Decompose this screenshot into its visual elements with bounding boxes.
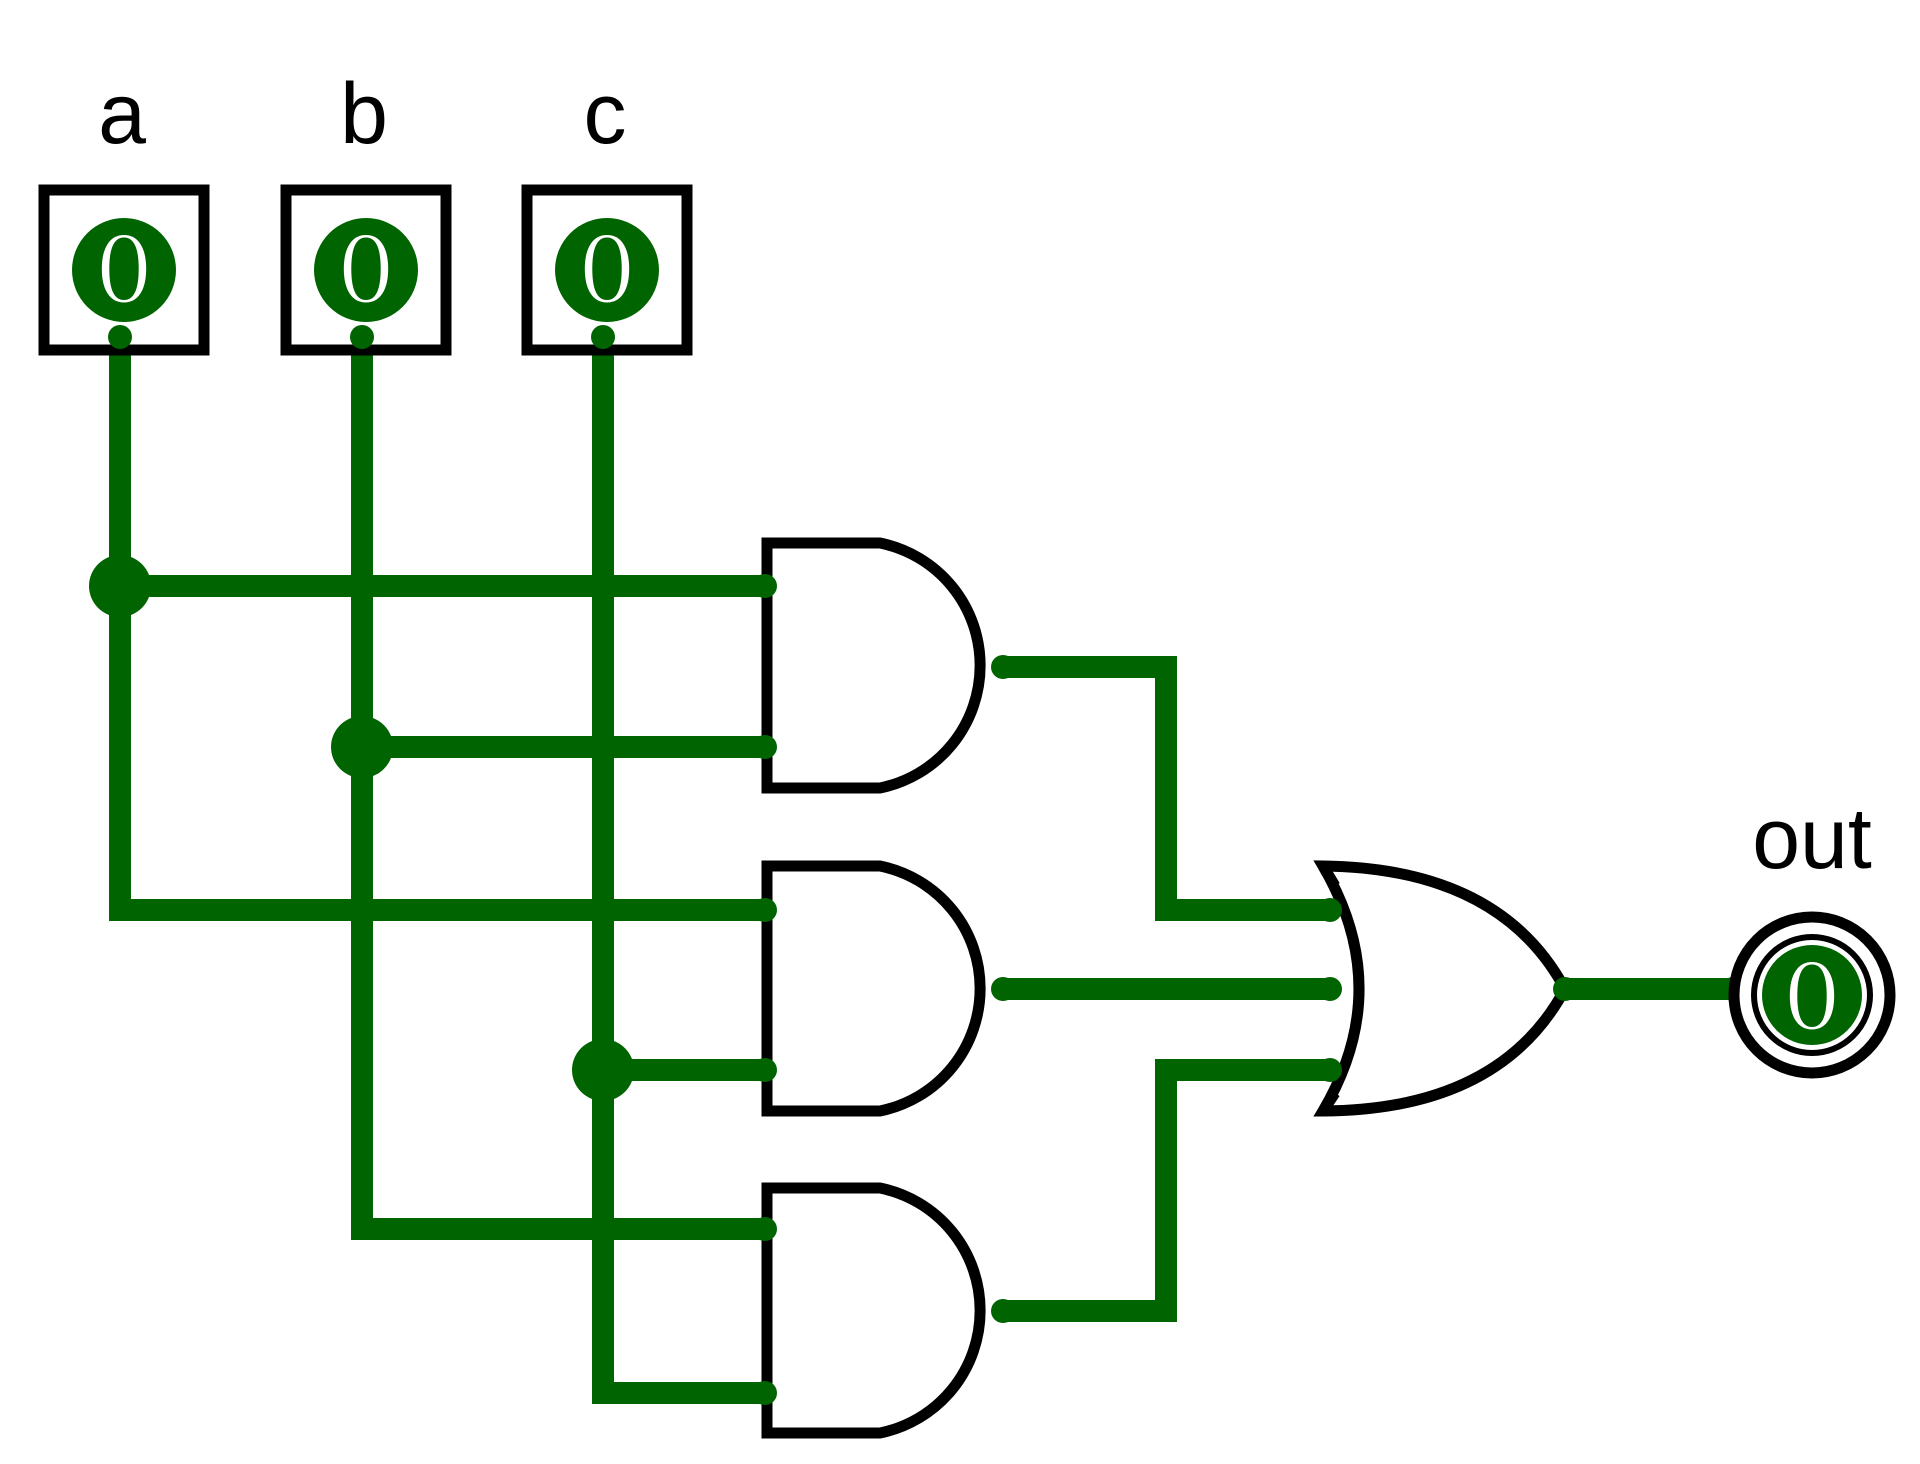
input-c-output-nub [591, 325, 615, 349]
and3-output-nub [991, 1299, 1015, 1323]
or-gate[interactable] [1313, 860, 1572, 1117]
wire-c-trunk [592, 337, 765, 1404]
and3-input-nub-bottom [753, 1381, 777, 1405]
wire-and1-to-or [1003, 656, 1330, 921]
and-gate-3[interactable] [761, 1182, 986, 1439]
input-value-c: 0 [578, 217, 637, 324]
and2-output-nub [991, 977, 1015, 1001]
and1-input-nub-top [753, 574, 777, 598]
and2-input-nub-top [753, 898, 777, 922]
and1-output-nub [991, 655, 1015, 679]
input-label-a: a [98, 66, 146, 162]
input-pin-b[interactable]: b 0 [280, 66, 452, 356]
wire-b-trunk [351, 337, 765, 1240]
input-led-c [555, 218, 659, 322]
and3-input-nub-top [753, 1217, 777, 1241]
input-a-output-nub [108, 325, 132, 349]
output-label: out [1752, 791, 1872, 887]
output-inner-ring [1751, 934, 1873, 1056]
or-input-nub-2 [1318, 977, 1342, 1001]
output-pin-out[interactable]: out 0 [1728, 791, 1896, 1079]
pin-nubs [753, 574, 1745, 1405]
and-gate-1[interactable] [761, 537, 986, 794]
input-pin-c[interactable]: c 0 [521, 66, 693, 356]
junctions [89, 555, 634, 1101]
input-led-b [314, 218, 418, 322]
input-pin-a[interactable]: a 0 [38, 66, 210, 356]
junction-dot-a [89, 555, 151, 617]
input-label-b: b [340, 66, 388, 162]
input-value-a: 0 [95, 217, 154, 324]
and-gate-2[interactable] [761, 860, 986, 1117]
or-input-nub-3 [1318, 1058, 1342, 1082]
output-value: 0 [1783, 944, 1842, 1051]
junction-dot-c [572, 1039, 634, 1101]
wire-a-trunk [109, 337, 765, 921]
input-b-output-nub [350, 325, 374, 349]
input-value-b: 0 [337, 217, 396, 324]
input-label-c: c [584, 66, 627, 162]
output-led [1762, 945, 1862, 1045]
junction-dot-b [331, 716, 393, 778]
and2-input-nub-bottom [753, 1058, 777, 1082]
and1-input-nub-bottom [753, 735, 777, 759]
or-output-nub [1553, 977, 1577, 1001]
wire-and3-to-or [1003, 1059, 1330, 1322]
input-led-a [72, 218, 176, 322]
or-input-nub-1 [1318, 898, 1342, 922]
